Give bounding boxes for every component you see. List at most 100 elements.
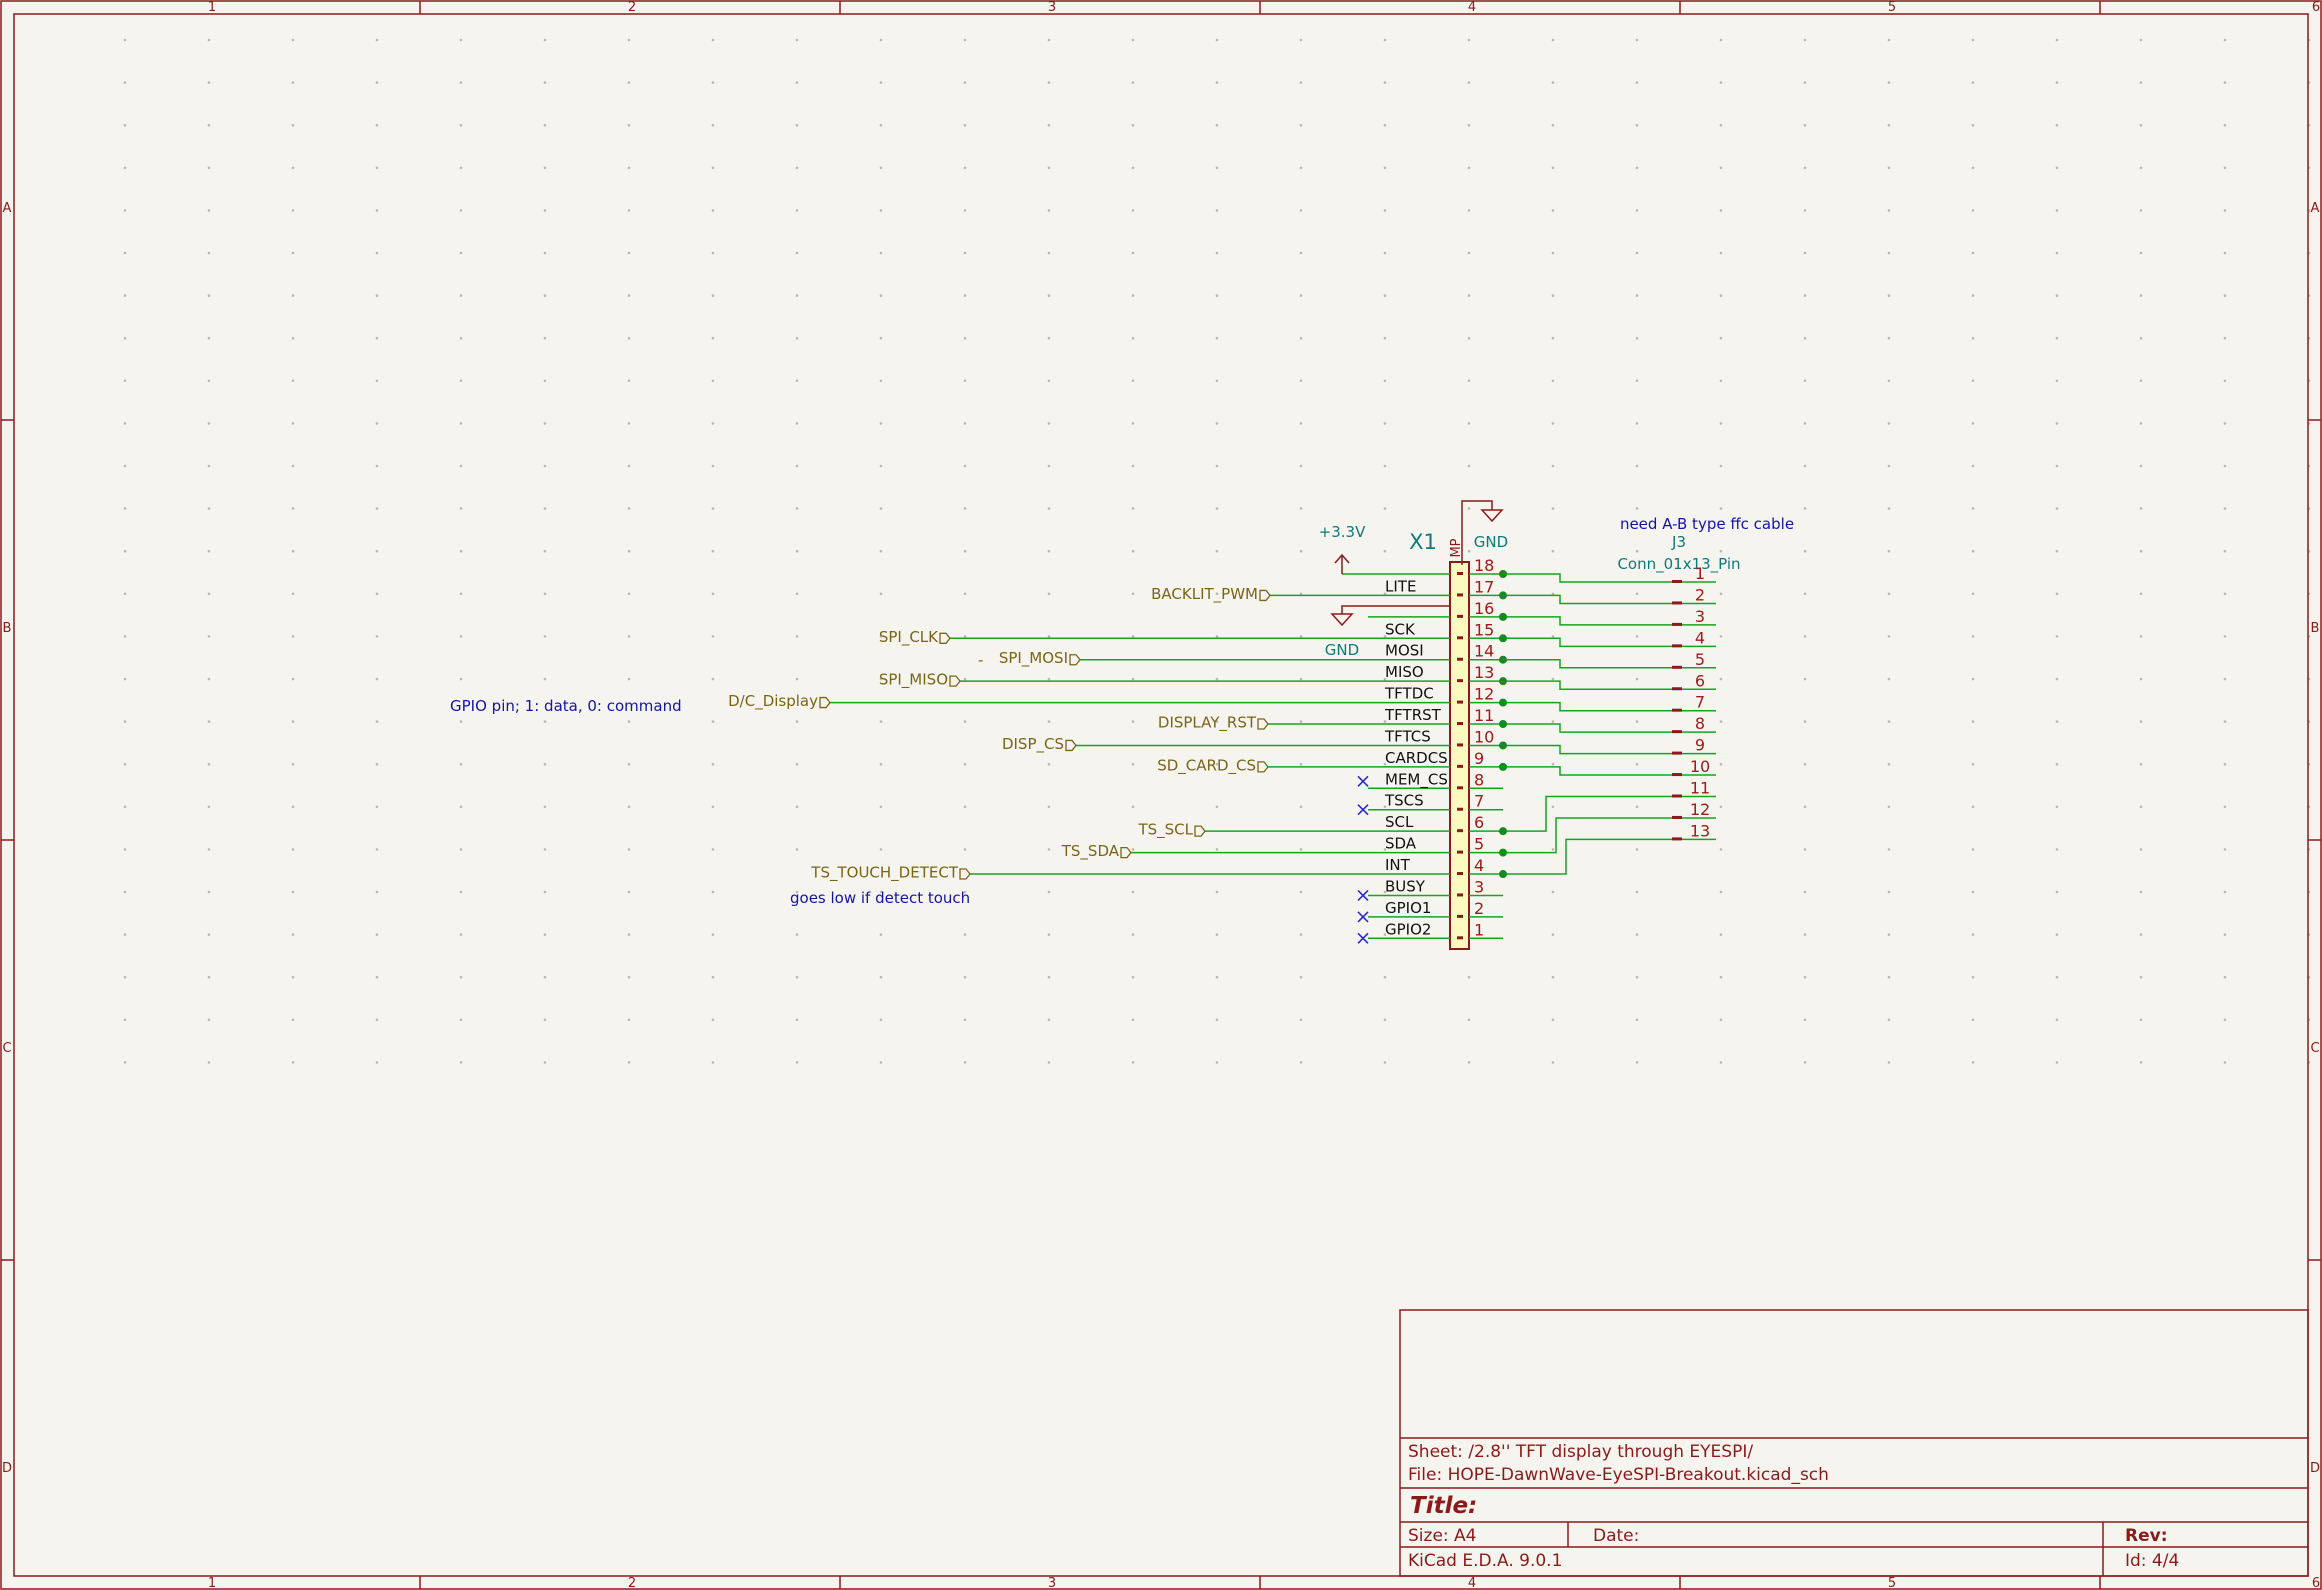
j3-pin-tab (1672, 644, 1682, 648)
grid-dot (1971, 1061, 1975, 1064)
grid-dot (1215, 209, 1219, 212)
grid-dot (1047, 848, 1051, 851)
grid-dot (123, 422, 127, 425)
grid-dot (2055, 422, 2059, 425)
grid-dot (1383, 336, 1387, 340)
note-touch: goes low if detect touch (790, 889, 970, 907)
grid-dot (1719, 1061, 1723, 1064)
x1-pin-number: 11 (1474, 706, 1494, 725)
wire-junction (1499, 827, 1507, 836)
grid-dot (375, 890, 379, 894)
x1-pin-number: 14 (1474, 642, 1494, 661)
grid-dot (1299, 507, 1303, 510)
grid-dot (1803, 123, 1807, 127)
grid-dot (1467, 464, 1471, 468)
grid-dot (1887, 422, 1891, 425)
grid-dot (543, 805, 547, 809)
grid-dot (1215, 464, 1219, 468)
grid-dot (1635, 933, 1639, 936)
grid-dot (459, 592, 463, 596)
grid-dot (879, 166, 883, 170)
grid-dot (795, 848, 799, 851)
grid-dot (1299, 592, 1303, 596)
no-connect-stroke (1357, 775, 1369, 787)
grid-dot (1047, 933, 1051, 936)
grid-dot (711, 1018, 715, 1022)
grid-dot (1551, 38, 1555, 42)
x1-j3-wire (1503, 573, 1672, 583)
title-block-tool: KiCad E.D.A. 9.0.1 (1408, 1551, 1562, 1571)
grid-dot (1131, 166, 1135, 170)
grid-dots (123, 38, 2311, 1064)
grid-dot (2223, 762, 2227, 766)
grid-dot (123, 549, 127, 553)
note-cable: need A-B type ffc cable (1620, 515, 1794, 533)
grid-dot (1047, 507, 1051, 510)
x1-j3-wire (1503, 594, 1672, 605)
grid-dot (1215, 251, 1219, 255)
grid-dot (2223, 336, 2227, 340)
title-block-rev: Rev: (2125, 1526, 2168, 1546)
grid-dot (375, 336, 379, 340)
grid-dot (291, 975, 295, 979)
grid-dot (711, 848, 715, 851)
grid-dot (459, 464, 463, 468)
grid-dot (1383, 805, 1387, 809)
grid-dot (1467, 166, 1471, 170)
grid-dot (1383, 1061, 1387, 1064)
grid-dot (1719, 635, 1723, 638)
grid-dot (207, 123, 211, 127)
grid-dot (795, 677, 799, 681)
j3-pin-number: 8 (1695, 714, 1705, 733)
x1-pin-tab (1457, 786, 1463, 790)
grid-dot (543, 933, 547, 936)
grid-dot (459, 507, 463, 510)
grid-dot (2223, 592, 2227, 596)
x1-j3-wire-pin5 (1503, 817, 1672, 854)
grid-dot (1551, 209, 1555, 212)
grid-dot (1131, 81, 1135, 84)
grid-dot (2139, 549, 2143, 553)
grid-dot (795, 720, 799, 723)
grid-dot (711, 975, 715, 979)
x1-pin-number: 10 (1474, 727, 1494, 746)
grid-dot (711, 81, 715, 84)
grid-dot (879, 848, 883, 851)
x1-pin-number: 15 (1474, 620, 1494, 639)
grid-dot (1551, 805, 1555, 809)
grid-dot (963, 422, 967, 425)
grid-dot (963, 336, 967, 340)
grid-dot (963, 38, 967, 42)
grid-dot (207, 592, 211, 596)
grid-dot (2139, 720, 2143, 723)
j3-pin-number: 12 (1690, 800, 1710, 819)
grid-dot (543, 677, 547, 681)
grid-dot (543, 507, 547, 510)
grid-dot (1299, 933, 1303, 936)
x1-pin-tab (1457, 850, 1463, 854)
grid-dot (795, 762, 799, 766)
grid-dot (2055, 1061, 2059, 1064)
x1-pin-number: 18 (1474, 556, 1494, 575)
grid-dot (1131, 805, 1135, 809)
grid-dot (543, 81, 547, 84)
net-label-flag (1065, 739, 1077, 752)
grid-dot (2055, 336, 2059, 340)
grid-dot (2223, 166, 2227, 170)
grid-dot (1551, 890, 1555, 894)
mosi-dash: - (978, 651, 983, 669)
grid-dot (1635, 294, 1639, 297)
x1-pin-tab (1457, 872, 1463, 876)
grid-dot (2055, 464, 2059, 468)
grid-dot (1131, 592, 1135, 596)
net-label: DISP_CS (1002, 735, 1064, 754)
frame-row-label-left: A (3, 201, 12, 216)
grid-dot (2223, 975, 2227, 979)
j3-pin-number: 1 (1695, 564, 1705, 583)
grid-dot (1299, 294, 1303, 297)
grid-dot (1467, 975, 1471, 979)
grid-dot (711, 1061, 715, 1064)
grid-dot (1803, 762, 1807, 766)
frame-col-label-top: 3 (1048, 0, 1056, 15)
grid-dot (795, 1018, 799, 1022)
